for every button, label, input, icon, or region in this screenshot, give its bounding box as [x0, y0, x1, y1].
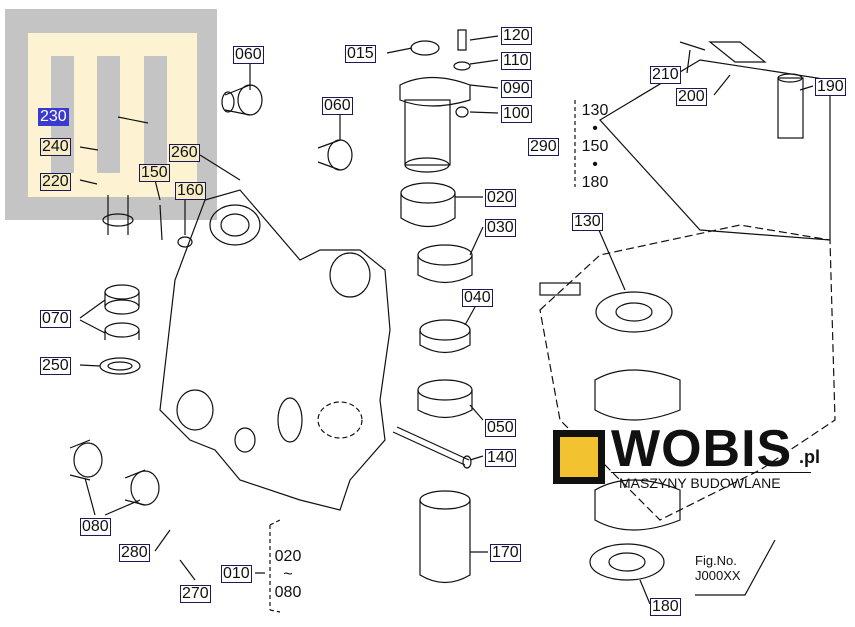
- callout-060-b[interactable]: 060: [322, 97, 353, 115]
- callout-040[interactable]: 040: [462, 289, 493, 307]
- figure-number: Fig.No. J000XX: [695, 553, 741, 583]
- callout-160[interactable]: 160: [175, 182, 206, 200]
- callout-170[interactable]: 170: [490, 544, 521, 562]
- logo-name: WOBIS: [611, 420, 793, 478]
- logo-suffix: .pl: [799, 447, 820, 467]
- callout-group-290: 130 • 150 • 180: [580, 102, 610, 192]
- callout-group-010: 020 ~ 080: [272, 548, 304, 602]
- callout-260[interactable]: 260: [169, 144, 200, 162]
- callout-080[interactable]: 080: [80, 518, 111, 536]
- callout-020[interactable]: 020: [485, 189, 516, 207]
- fig-number-value: J000XX: [695, 568, 741, 583]
- fig-label: Fig.No.: [695, 553, 737, 568]
- callout-050[interactable]: 050: [485, 419, 516, 437]
- group-dot: •: [592, 120, 598, 137]
- callout-180[interactable]: 180: [650, 598, 681, 616]
- logo-tagline: MASZYNY BUDOWLANE: [619, 475, 781, 491]
- group-dot: •: [592, 156, 598, 173]
- callout-090[interactable]: 090: [501, 80, 532, 98]
- callout-280[interactable]: 280: [119, 544, 150, 562]
- group-item: 180: [581, 174, 609, 191]
- group-item: 080: [274, 584, 302, 601]
- callout-220[interactable]: 220: [40, 173, 71, 191]
- callout-230-selected[interactable]: 230: [38, 108, 69, 126]
- callout-270[interactable]: 270: [180, 585, 211, 603]
- group-item: 150: [581, 138, 609, 155]
- callout-110[interactable]: 110: [501, 52, 531, 70]
- callout-010[interactable]: 010: [221, 565, 252, 583]
- callout-190[interactable]: 190: [815, 78, 846, 96]
- callout-240[interactable]: 240: [40, 138, 71, 156]
- callout-150[interactable]: 150: [139, 164, 170, 182]
- callout-030[interactable]: 030: [485, 219, 516, 237]
- group-item: 020: [274, 548, 302, 565]
- callout-015[interactable]: 015: [345, 45, 376, 63]
- callout-070[interactable]: 070: [40, 310, 71, 328]
- callout-200[interactable]: 200: [676, 88, 707, 106]
- group-tilde: ~: [283, 566, 293, 583]
- callout-210[interactable]: 210: [650, 66, 681, 84]
- swing-bracket: [159, 189, 391, 511]
- callout-290[interactable]: 290: [528, 138, 559, 156]
- callout-130[interactable]: 130: [572, 213, 603, 231]
- callout-120[interactable]: 120: [501, 27, 532, 45]
- callout-060-a[interactable]: 060: [233, 46, 264, 64]
- group-item: 130: [581, 102, 609, 119]
- callout-140[interactable]: 140: [485, 449, 516, 467]
- callout-100[interactable]: 100: [501, 105, 532, 123]
- callout-250[interactable]: 250: [40, 357, 71, 375]
- wobis-logo-icon: [553, 430, 605, 484]
